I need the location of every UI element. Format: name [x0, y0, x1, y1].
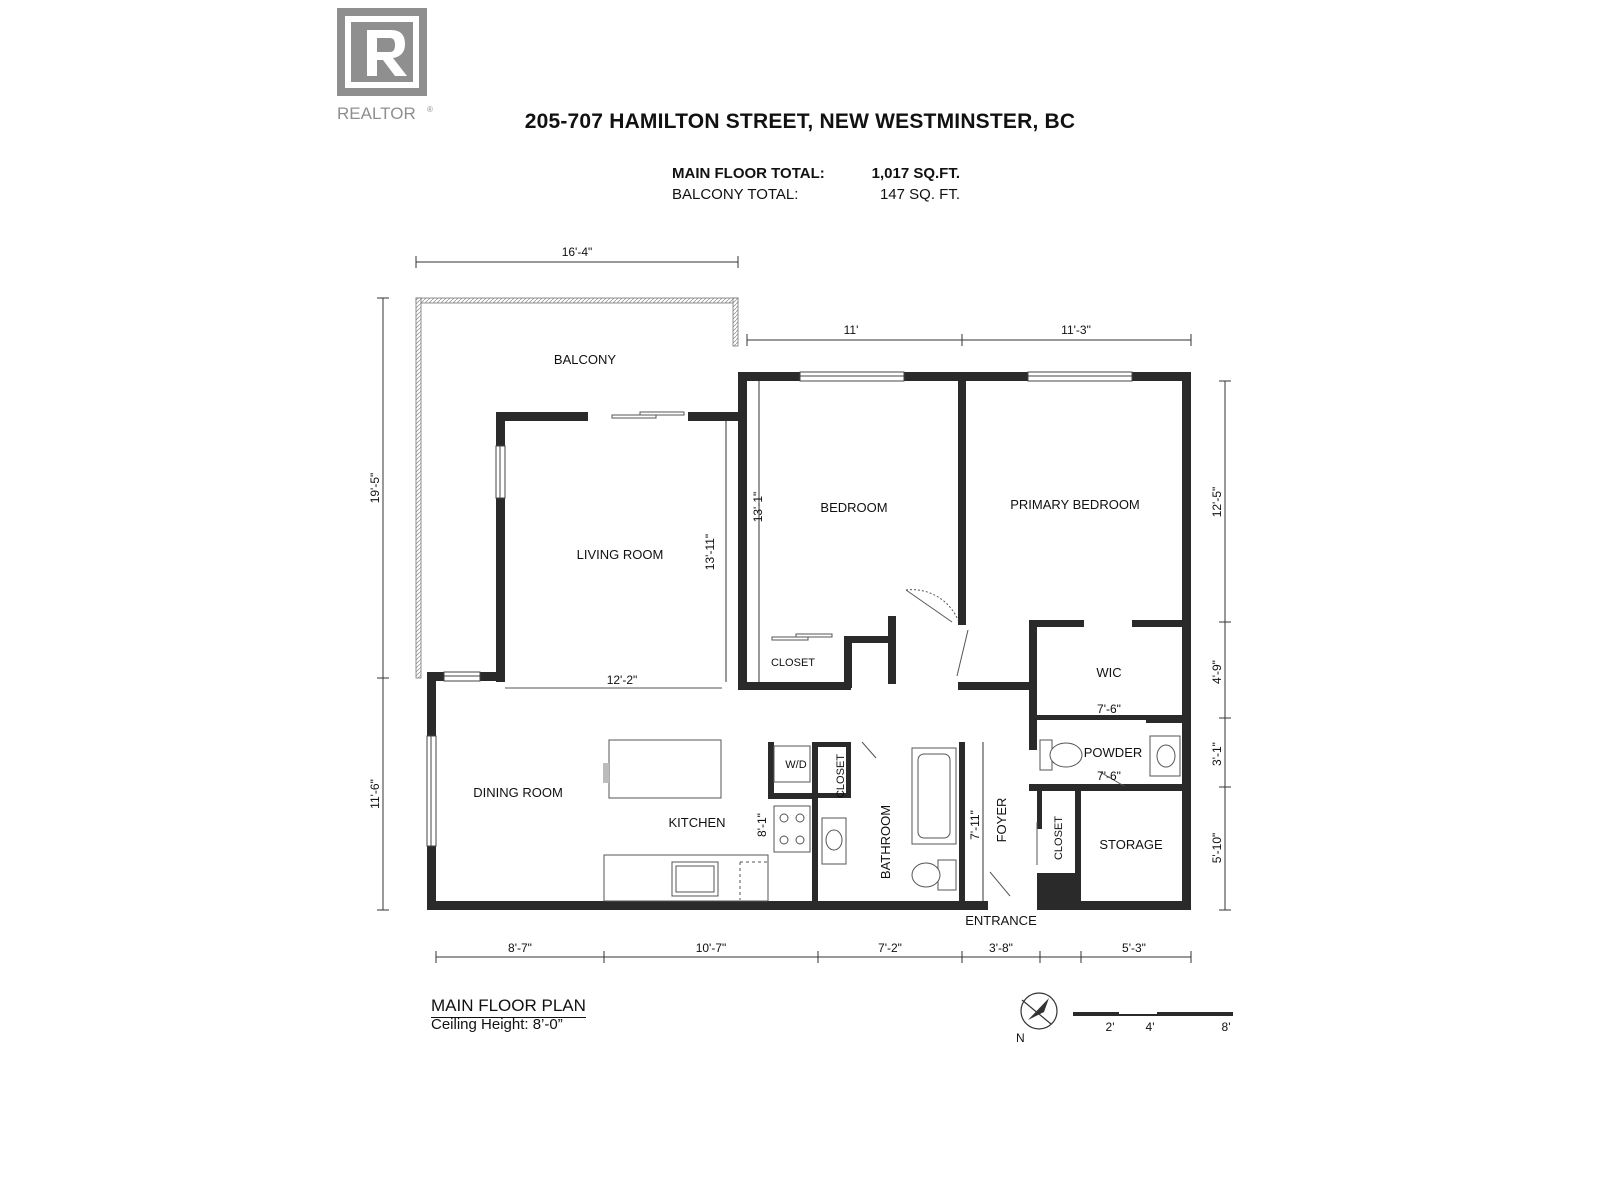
dim-right-wic: 4'-9"	[1210, 660, 1224, 684]
label-foyer-closet: CLOSET	[1053, 816, 1065, 860]
logo-registered: ®	[427, 105, 433, 114]
balcony-total-label: BALCONY TOTAL:	[672, 186, 799, 203]
realtor-logo: REALTOR ®	[335, 6, 455, 126]
ceiling-height: Ceiling Height: 8’-0”	[431, 1016, 563, 1033]
label-bedroom-closet: CLOSET	[771, 657, 815, 669]
label-bath-closet: CLOSET	[835, 754, 847, 798]
label-washer-dryer: W/D	[785, 759, 806, 771]
dim-left-lower: 11'-6"	[368, 779, 382, 809]
dim-living-width: 12'-2"	[607, 673, 638, 687]
dim-right-storage: 5'-10"	[1210, 833, 1224, 864]
dim-right-primary: 12'-5"	[1210, 487, 1224, 518]
label-kitchen: KITCHEN	[668, 815, 725, 830]
label-storage: STORAGE	[1099, 837, 1163, 852]
label-bathroom: BATHROOM	[878, 805, 893, 879]
compass-arrow-icon	[1028, 998, 1049, 1020]
label-primary-bedroom: PRIMARY BEDROOM	[1010, 497, 1140, 512]
dim-bottom-4: 3'-8"	[989, 941, 1013, 955]
kitchen-fixtures	[603, 739, 811, 902]
dim-powder-width: 7'-6"	[1097, 769, 1121, 783]
walls	[427, 372, 1191, 910]
balcony-railing	[415, 297, 739, 679]
dim-wic-width: 7'-6"	[1097, 702, 1121, 716]
bathroom-toilet	[937, 859, 957, 891]
logo-r-mark	[367, 30, 407, 76]
dim-left-upper: 19'-5"	[368, 473, 382, 504]
dim-right-powder: 3'-1"	[1210, 742, 1224, 766]
dim-bottom-3: 7'-2"	[878, 941, 902, 955]
property-address-title: 205-707 HAMILTON STREET, NEW WESTMINSTER…	[524, 110, 1076, 133]
area-totals: MAIN FLOOR TOTAL: 1,017 SQ.FT. BALCONY T…	[672, 163, 960, 205]
washer-dryer	[773, 745, 811, 783]
kitchen-island	[608, 739, 722, 799]
label-foyer: FOYER	[994, 798, 1009, 843]
balcony-total-row: BALCONY TOTAL: 147 SQ. FT.	[672, 184, 960, 205]
scale-8ft: 8'	[1222, 1020, 1231, 1034]
main-floor-total-row: MAIN FLOOR TOTAL: 1,017 SQ.FT.	[672, 163, 960, 184]
label-entrance: ENTRANCE	[965, 913, 1037, 928]
bathroom-fixtures	[821, 747, 957, 891]
main-floor-total-value: 1,017 SQ.FT.	[871, 165, 960, 182]
dim-foyer-height: 7'-11"	[968, 810, 982, 840]
dim-bedroom-height: 13'-1"	[751, 492, 765, 523]
north-compass: N	[1016, 992, 1058, 1045]
label-dining-room: DINING ROOM	[473, 785, 563, 800]
dim-living-height: 13'-11"	[703, 534, 717, 570]
plan-caption: MAIN FLOOR PLAN Ceiling Height: 8’-0”	[431, 996, 586, 1033]
dim-kitchen-height: 8'-1"	[755, 813, 769, 837]
label-powder: POWDER	[1084, 745, 1143, 760]
plan-name: MAIN FLOOR PLAN	[431, 996, 586, 1015]
balcony-total-value: 147 SQ. FT.	[879, 186, 960, 203]
windows	[426, 371, 1133, 847]
dim-bottom-1: 8'-7"	[508, 941, 532, 955]
label-balcony: BALCONY	[554, 352, 616, 367]
main-floor-total-label: MAIN FLOOR TOTAL:	[672, 165, 825, 182]
logo-wordmark: REALTOR	[337, 104, 416, 123]
scale-bar: 2' 4' 8'	[1073, 1012, 1233, 1034]
swing-doors	[861, 589, 1125, 897]
sliding-door-closet	[771, 633, 833, 641]
dim-bottom-5: 5'-3"	[1122, 941, 1146, 955]
dim-bedroom-width: 11'	[844, 323, 859, 337]
dim-balcony-width: 16'-4"	[562, 245, 593, 259]
powder-fixtures	[1039, 735, 1181, 777]
sliding-door-balcony	[611, 411, 685, 419]
kitchen-stove	[773, 805, 811, 853]
label-living-room: LIVING ROOM	[577, 547, 664, 562]
scale-4ft: 4'	[1146, 1020, 1155, 1034]
scale-2ft: 2'	[1106, 1020, 1115, 1034]
label-wic: WIC	[1096, 665, 1121, 680]
dim-bottom-2: 10'-7"	[696, 941, 727, 955]
dim-primary-width: 11'-3"	[1061, 323, 1091, 337]
compass-n-label: N	[1016, 1031, 1025, 1045]
label-bedroom: BEDROOM	[820, 500, 887, 515]
dimension-lines	[377, 256, 1231, 963]
